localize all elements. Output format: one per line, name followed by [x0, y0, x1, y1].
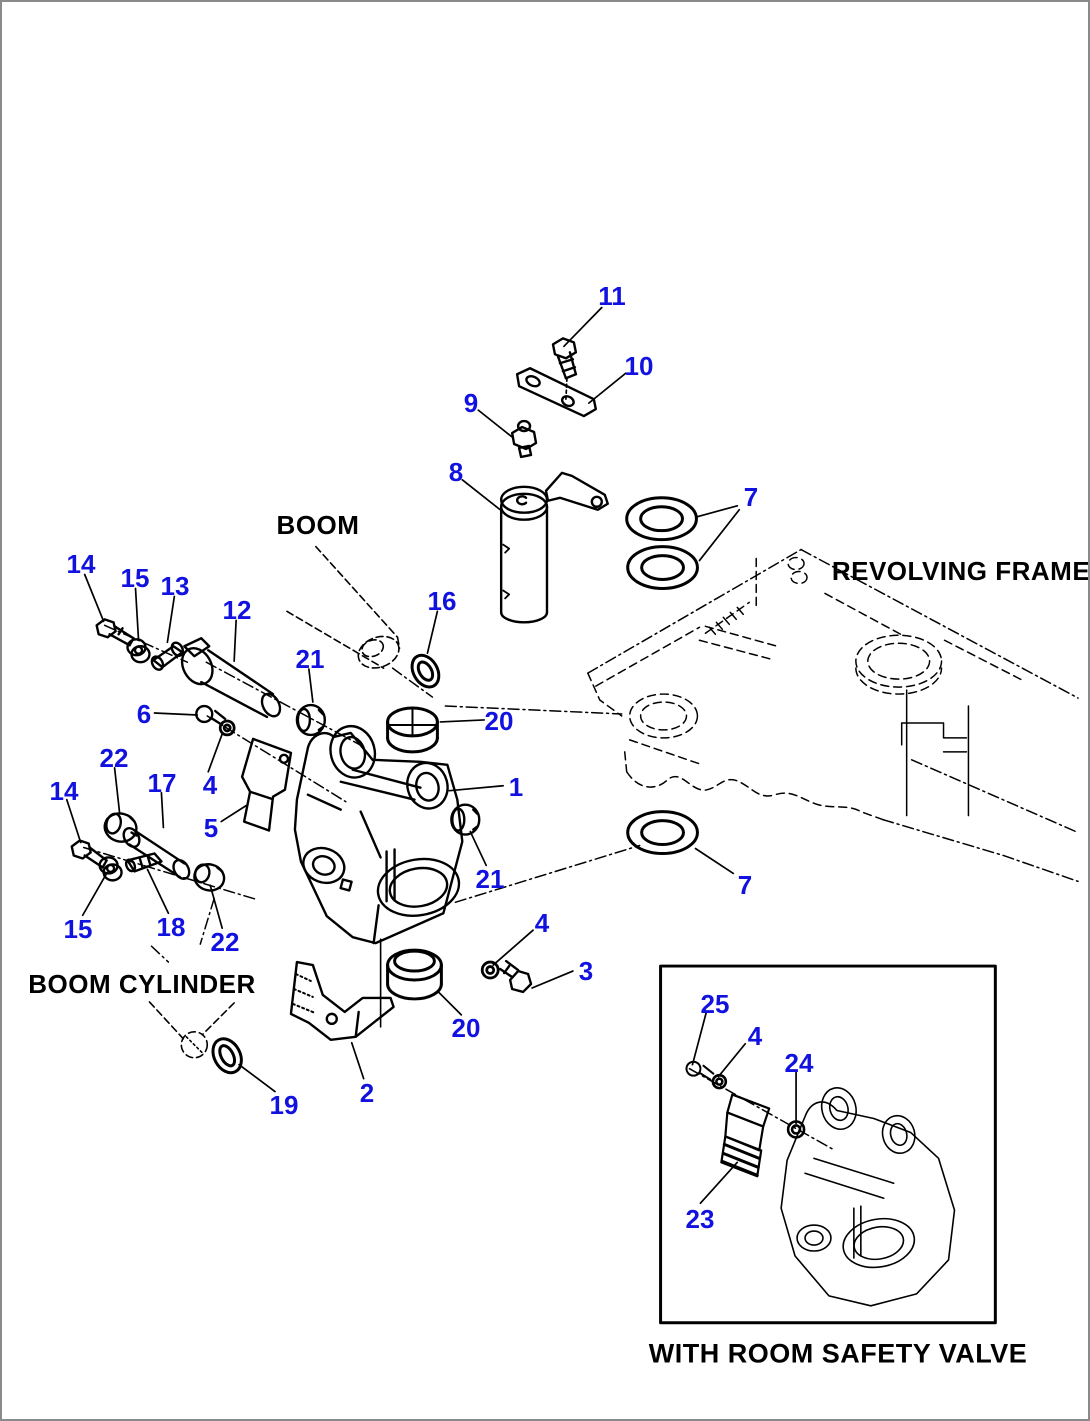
- callout-22-top: 22: [99, 743, 129, 773]
- callout-1: 1: [508, 772, 524, 802]
- part-lock-plate-10: [515, 367, 598, 418]
- boom-cylinder-phantom: [148, 1001, 235, 1059]
- part-seal-16: [410, 653, 441, 689]
- part-pin-17: [122, 827, 191, 880]
- boom-phantom: [286, 545, 401, 669]
- callout-4-inset: 4: [747, 1021, 763, 1051]
- callout-12: 12: [222, 595, 252, 625]
- part-bolt-25: [685, 1060, 715, 1081]
- callout-9: 9: [463, 388, 479, 418]
- part-plug-21-right: [450, 803, 481, 836]
- part-bolt-6: [195, 704, 227, 727]
- callout-14-top: 14: [66, 549, 96, 579]
- part-bushing-20-top: [386, 706, 439, 754]
- inset-box: [659, 964, 997, 1325]
- part-cover-2: [289, 938, 395, 1041]
- part-nut-15-bottom: [98, 856, 123, 882]
- part-nut-15-top: [126, 638, 151, 664]
- part-bolt-14-bottom: [70, 839, 108, 869]
- callout-4-mid: 4: [534, 908, 550, 938]
- callout-13: 13: [160, 571, 190, 601]
- callout-21-right: 21: [475, 864, 505, 894]
- part-bushing-20-bottom: [386, 948, 443, 1001]
- part-nut-24: [786, 1120, 806, 1139]
- callout-20-bottom: 20: [451, 1013, 481, 1043]
- callout-18: 18: [156, 912, 186, 942]
- callout-8: 8: [448, 457, 464, 487]
- part-pin-12: [180, 637, 282, 719]
- part-valve-23: [720, 1093, 771, 1178]
- part-washer-4-mid: [480, 960, 500, 980]
- callout-20-top: 20: [484, 706, 514, 736]
- label-revolving-frame: REVOLVING FRAME: [831, 556, 1090, 586]
- inset-bracket: [780, 1087, 956, 1307]
- part-washer-4-left: [218, 719, 236, 737]
- callout-15-bottom: 15: [63, 914, 93, 944]
- callout-17: 17: [147, 768, 177, 798]
- part-grease-fitting-9: [510, 419, 538, 459]
- callout-4-left: 4: [202, 770, 218, 800]
- part-plug-21-top: [295, 703, 327, 737]
- part-cover-5: [240, 737, 293, 832]
- callout-10: 10: [624, 351, 654, 381]
- callout-3: 3: [578, 956, 594, 986]
- callout-14-bottom: 14: [49, 776, 79, 806]
- part-washer-4-inset: [711, 1073, 728, 1090]
- part-washer-7-bottom: [626, 810, 699, 855]
- part-spacer-13: [150, 641, 185, 671]
- part-pin-18: [124, 852, 163, 873]
- part-pin-8: [499, 471, 609, 624]
- part-bracket-1: [293, 724, 464, 945]
- callout-25: 25: [700, 989, 730, 1019]
- part-plug-22-top: [103, 812, 138, 843]
- callout-21-top: 21: [295, 644, 325, 674]
- part-plug-22-bottom: [193, 863, 226, 892]
- part-ring-19: [211, 1037, 243, 1075]
- label-boom: BOOM: [276, 510, 360, 540]
- callout-7-top: 7: [743, 482, 759, 512]
- callout-24: 24: [784, 1048, 814, 1078]
- callout-22-bottom: 22: [210, 927, 240, 957]
- part-bolt-3: [498, 959, 533, 994]
- callout-19: 19: [269, 1090, 299, 1120]
- callout-23: 23: [685, 1204, 715, 1234]
- leader-lines: [65, 306, 797, 1205]
- callout-7-bottom: 7: [737, 870, 753, 900]
- part-bolt-11: [551, 337, 578, 380]
- callout-11: 11: [598, 281, 626, 311]
- callout-6: 6: [136, 699, 152, 729]
- callout-16: 16: [427, 586, 457, 616]
- revolving-frame-phantom: [587, 548, 1079, 883]
- part-washers-7-top: [625, 496, 699, 590]
- callout-2: 2: [359, 1078, 375, 1108]
- label-boom-cylinder: BOOM CYLINDER: [28, 969, 256, 999]
- label-inset-caption: WITH ROOM SAFETY VALVE: [648, 1338, 1028, 1369]
- callout-15-top: 15: [120, 563, 150, 593]
- part-bolt-14-top: [95, 618, 135, 647]
- callout-5: 5: [203, 813, 219, 843]
